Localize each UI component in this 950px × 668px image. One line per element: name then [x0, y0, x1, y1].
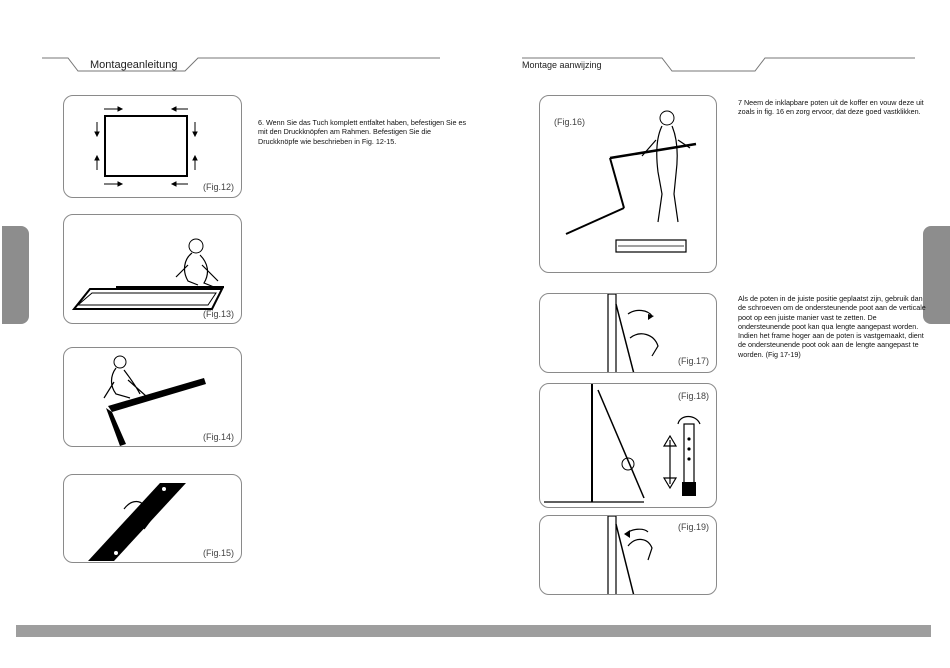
- right-side-tab: [923, 226, 950, 324]
- fig12-frame-illustration: [94, 106, 198, 187]
- fig19-screw-illustration: [607, 516, 653, 594]
- right-adjust-text: Als de poten in de juiste positie geplaa…: [738, 294, 926, 359]
- fig14-person-crouching-illustration: [103, 355, 206, 446]
- fig17-screw-illustration: [607, 294, 659, 372]
- fig14-label: (Fig.14): [202, 432, 234, 442]
- right-page: Montage aanwijzing (Fig.16) 7 Neem de in…: [475, 0, 950, 668]
- fig13-label: (Fig.13): [202, 309, 234, 319]
- figure-13: (Fig.13): [63, 214, 242, 324]
- fig18-label: (Fig.18): [677, 391, 709, 401]
- bottom-bar: [16, 625, 931, 637]
- figure-12: (Fig.12): [63, 95, 242, 198]
- right-header-rule: [522, 57, 915, 72]
- right-step7-text: 7 Neem de inklapbare poten uit de koffer…: [738, 98, 924, 117]
- fig16-unfold-legs-illustration: [565, 110, 697, 253]
- left-step-text: 6. Wenn Sie das Tuch komplett entfaltet …: [258, 118, 467, 146]
- fig13-person-kneeling-illustration: [71, 238, 224, 310]
- fig15-label: (Fig.15): [202, 548, 234, 558]
- fig18-length-adjust-illustration: [544, 384, 701, 503]
- right-header-title: Montage aanwijzing: [522, 60, 602, 70]
- left-header-rule: [42, 57, 440, 72]
- figure-16: (Fig.16): [539, 95, 717, 273]
- fig12-label: (Fig.12): [202, 182, 234, 192]
- figure-15: (Fig.15): [63, 474, 242, 563]
- left-page: Montageanleitung (Fig.12) 6. Wenn Sie da…: [2, 57, 467, 563]
- left-header-title: Montageanleitung: [90, 59, 178, 71]
- fig17-label: (Fig.17): [677, 356, 709, 366]
- figure-19: (Fig.19): [539, 515, 717, 595]
- left-side-tab: [2, 226, 29, 324]
- figure-18: (Fig.18): [539, 383, 717, 508]
- fig15-snap-button-illustration: [88, 483, 186, 561]
- figure-14: (Fig.14): [63, 347, 242, 447]
- figure-17: (Fig.17): [539, 293, 717, 373]
- fig19-label: (Fig.19): [677, 522, 709, 532]
- fig16-label: (Fig.16): [554, 117, 586, 127]
